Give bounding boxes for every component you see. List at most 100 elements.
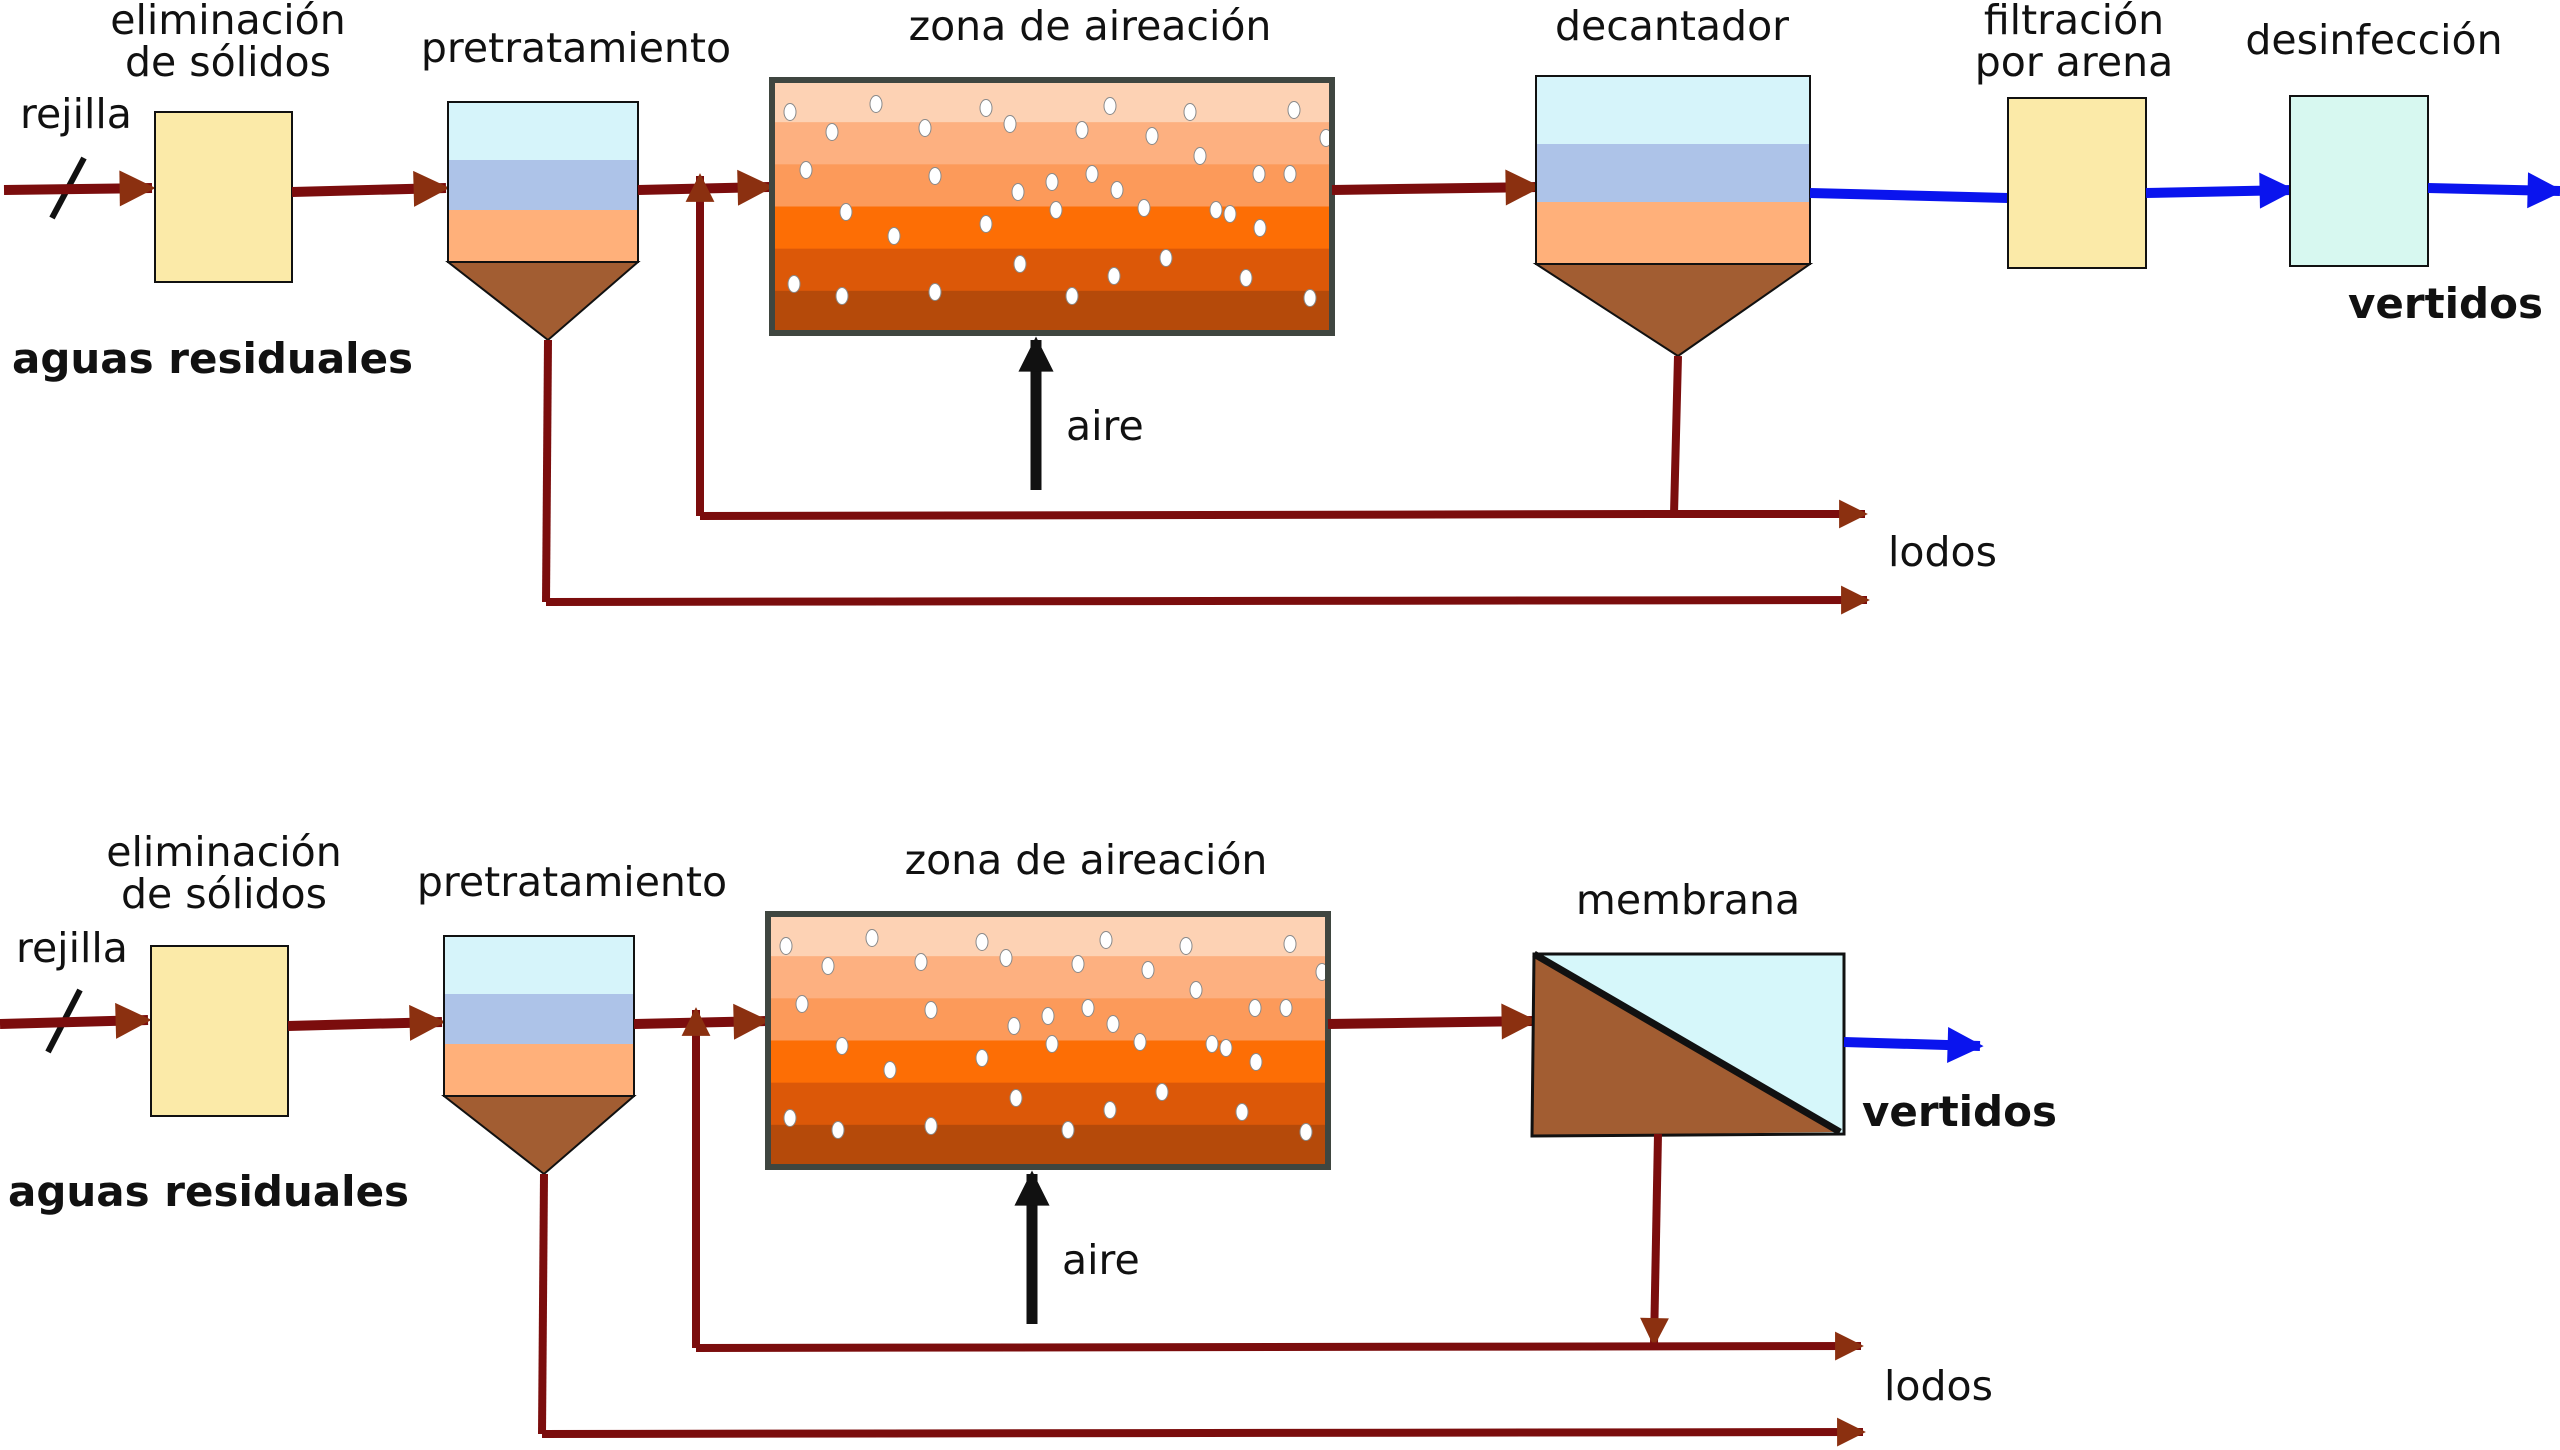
screen-label: rejilla [16,924,128,972]
air-bubble [1283,165,1297,183]
sand-filter-unit [2007,97,2147,269]
aeration-layer [772,290,1332,334]
air-bubble [1110,181,1124,199]
air-bubble [1061,1121,1075,1139]
aeration-tank [765,911,1331,1170]
air-bubble [1209,201,1223,219]
aeration-layer [772,248,1332,292]
air-label: aire [1062,1236,1140,1284]
air-bubble [831,1121,845,1139]
disinfection-unit [2289,95,2429,267]
sand-filter-label-line2: por arena [1975,38,2173,86]
air-bubble [1303,289,1317,307]
air-bubble [1013,255,1027,273]
air-bubble [1081,999,1095,1017]
air-bubble [928,283,942,301]
air-label: aire [1066,402,1144,450]
aeration-layer [768,914,1328,957]
air-bubble [1183,103,1197,121]
sand-filter-to-disinfection-arrow [2145,172,2296,209]
aeration-layer [768,1082,1328,1126]
pretreatment-tank [441,935,637,1176]
air-bubble [1071,955,1085,973]
pretreatment-tank [445,101,641,342]
air-bubble [979,215,993,233]
air-bubble [1103,1101,1117,1119]
air-bubble [1003,115,1017,133]
air-bubble [869,95,883,113]
air-bubble [1193,147,1207,165]
aeration-layer [768,956,1328,999]
air-bubble [835,1037,849,1055]
disinfection-label: desinfección [2245,16,2502,64]
air-bubble [1099,931,1113,949]
air-bubble [1287,101,1301,119]
clarifier-to-sand-filter-line [1809,188,2009,203]
air-bubble [1041,1007,1055,1025]
air-bubble [883,1061,897,1079]
air-bubble [1248,999,1262,1017]
air-bubble [779,937,793,955]
solids-removal-unit [150,945,289,1117]
air-bubble [1219,1039,1233,1057]
air-bubble [918,119,932,137]
aeration-layer [772,80,1332,123]
air-bubble [1141,961,1155,979]
aeration-to-membrane-arrow [1327,1003,1538,1040]
air-bubble [1065,287,1079,305]
air-bubble [979,99,993,117]
air-bubble [1279,999,1293,1017]
air-bubble [928,167,942,185]
air-bubble [1045,1035,1059,1053]
air-bubble [999,949,1013,967]
air-bubble [1011,183,1025,201]
air-bubble [1235,1103,1249,1121]
membrane-label: membrana [1576,876,1800,924]
air-bubble [924,1117,938,1135]
membrane-unit [1530,950,1846,1138]
air-bubble [1179,937,1193,955]
air-bubble [1145,127,1159,145]
sludge-label: lodos [1884,1362,1993,1410]
air-bubble [783,103,797,121]
air-bubble [1252,165,1266,183]
aeration-layer [772,122,1332,165]
air-bubble [887,227,901,245]
solids-to-pretreatment-arrow [291,170,450,207]
air-bubble [924,1001,938,1019]
solids-removal-unit [154,111,293,283]
solids-removal-label-line2: de sólidos [121,870,327,918]
air-bubble [1283,935,1297,953]
screen-label: rejilla [20,90,132,138]
conventional-plant-diagram: rejilla aguas residuales eliminación de … [3,0,2560,615]
aeration-tank [769,77,1335,336]
influent-flow-arrow [0,1002,152,1039]
air-bubble [1075,121,1089,139]
air-bubble [1155,1083,1169,1101]
air-bubble [1049,201,1063,219]
influent-label: aguas residuales [12,334,413,383]
aeration-to-clarifier-arrow [1331,169,1542,206]
air-bubble [787,275,801,293]
effluent-label: vertidos [1862,1087,2057,1136]
air-bubble [1137,199,1151,217]
aeration-layer [768,1124,1328,1168]
air-bubble [1107,267,1121,285]
solids-removal-label-line1: eliminación [106,828,341,876]
solids-to-pretreatment-arrow [287,1004,446,1041]
air-bubble [975,933,989,951]
aeration-zone-label: zona de aireación [909,2,1272,50]
air-bubble [783,1109,797,1127]
air-bubble [839,203,853,221]
air-bubble [1007,1017,1021,1035]
air-bubble [1103,97,1117,115]
air-bubble [1106,1015,1120,1033]
clarifier-tank [1532,75,1814,358]
sludge-label: lodos [1888,528,1997,576]
air-bubble [1133,1033,1147,1051]
air-bubble [1249,1053,1263,1071]
sand-filter-label-line1: filtración [1984,0,2164,44]
air-bubble [1205,1035,1219,1053]
pretreatment-label: pretratamiento [417,858,727,906]
